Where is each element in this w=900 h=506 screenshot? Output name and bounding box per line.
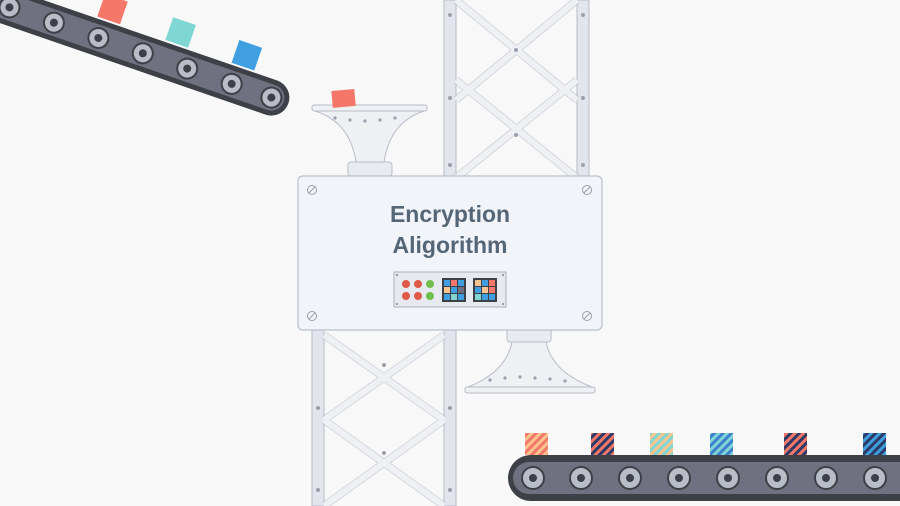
output-block [710,433,733,455]
output-block [525,433,548,455]
conveyor-belt-top [0,0,290,116]
output-hopper [464,327,596,394]
input-block-falling [331,88,356,108]
output-block [863,433,886,455]
input-block [165,17,196,48]
output-block [784,433,807,455]
output-block [591,433,614,455]
truss-tower-upper [443,0,590,182]
input-hopper [311,104,428,177]
machine-title-line1: Encryption [390,201,510,227]
screw-icon [307,185,592,321]
input-block [231,40,263,71]
encryption-panel: Encryption Aligorithm [297,175,603,331]
conveyor-belt-bottom [508,433,900,501]
input-block [97,0,128,25]
output-block [650,433,673,455]
truss-tower-lower [311,329,457,506]
control-panel-icon [393,271,507,308]
machine-title-line2: Aligorithm [393,232,508,258]
